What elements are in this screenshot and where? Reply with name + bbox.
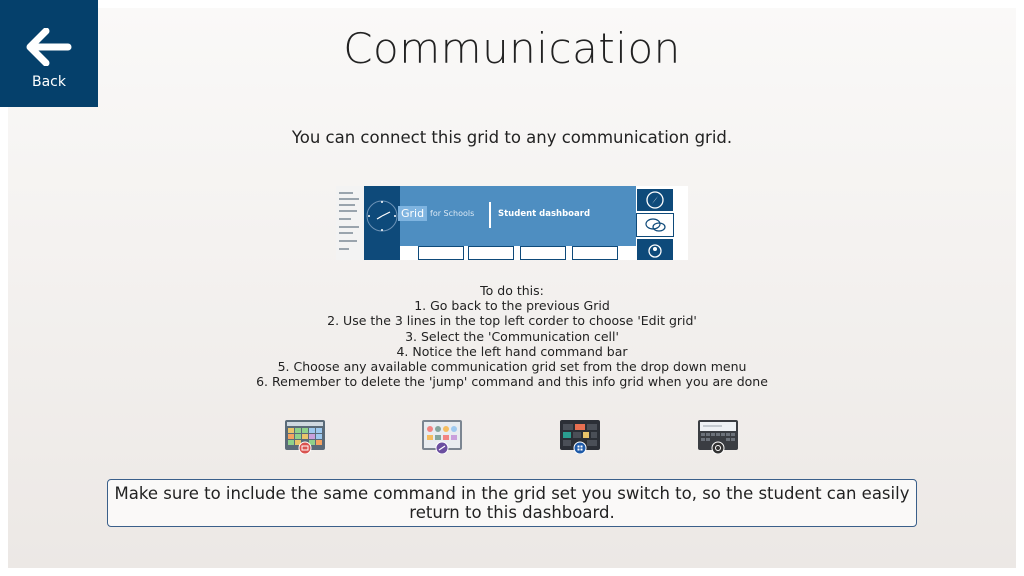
arrow-left-icon <box>26 28 72 66</box>
clock-icon <box>366 200 398 232</box>
compass-icon <box>636 188 674 212</box>
instruction-step: 5. Choose any available communication gr… <box>277 359 747 375</box>
preview-logo-suffix: for Schools <box>430 209 475 218</box>
instruction-step: 6. Remember to delete the 'jump' command… <box>256 374 768 390</box>
preview-clock-tile <box>364 186 400 260</box>
instructions: To do this: 1. Go back to the previous G… <box>0 283 1024 389</box>
colorful-grid-icon <box>422 420 462 455</box>
page-background <box>8 8 1016 568</box>
instruction-step: 4. Notice the left hand command bar <box>396 343 628 359</box>
keyboard-grid-icon <box>698 420 738 455</box>
back-button[interactable]: Back <box>0 0 98 107</box>
grid-set-dark-tiles-button[interactable] <box>560 418 600 458</box>
grid-set-keyboard-button[interactable] <box>698 418 738 458</box>
preview-logo: Grid <box>398 206 428 221</box>
preview-tile <box>418 246 464 260</box>
person-icon <box>636 238 674 260</box>
intro-text: You can connect this grid to any communi… <box>291 128 733 147</box>
back-label: Back <box>32 74 66 90</box>
preview-banner-label: Student dashboard <box>498 209 591 219</box>
dark-tiles-grid-icon <box>560 420 600 455</box>
instruction-step: 3. Select the 'Communication cell' <box>405 328 619 344</box>
page-title: Communication <box>343 24 681 73</box>
reminder-note: Make sure to include the same command in… <box>107 479 917 527</box>
grid-set-symbol-button[interactable] <box>285 418 325 458</box>
preview-sidebar <box>336 186 364 260</box>
instruction-step: 1. Go back to the previous Grid <box>414 298 610 314</box>
grid-set-colorful-button[interactable] <box>422 418 462 458</box>
dashboard-preview-image: Grid for Schools Student dashboard <box>336 186 688 260</box>
instruction-step: 2. Use the 3 lines in the top left corde… <box>327 313 697 329</box>
preview-tile <box>520 246 566 260</box>
preview-divider <box>489 202 491 228</box>
chat-icon <box>636 213 674 237</box>
preview-tile <box>468 246 514 260</box>
symbol-grid-icon <box>285 420 325 455</box>
preview-tile <box>572 246 618 260</box>
instructions-heading: To do this: <box>480 283 544 298</box>
preview-banner <box>400 186 636 246</box>
